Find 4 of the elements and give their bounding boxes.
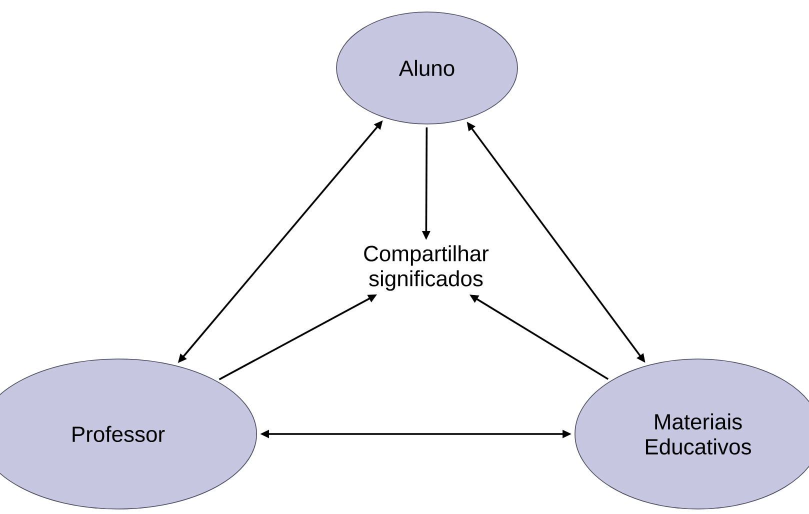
ellipse-node: Materiais Educativos: [574, 358, 809, 510]
ellipse-node: Professor: [0, 358, 257, 510]
center-text: Compartilhar significados: [364, 245, 489, 291]
ellipse-node: Aluno: [336, 12, 518, 124]
